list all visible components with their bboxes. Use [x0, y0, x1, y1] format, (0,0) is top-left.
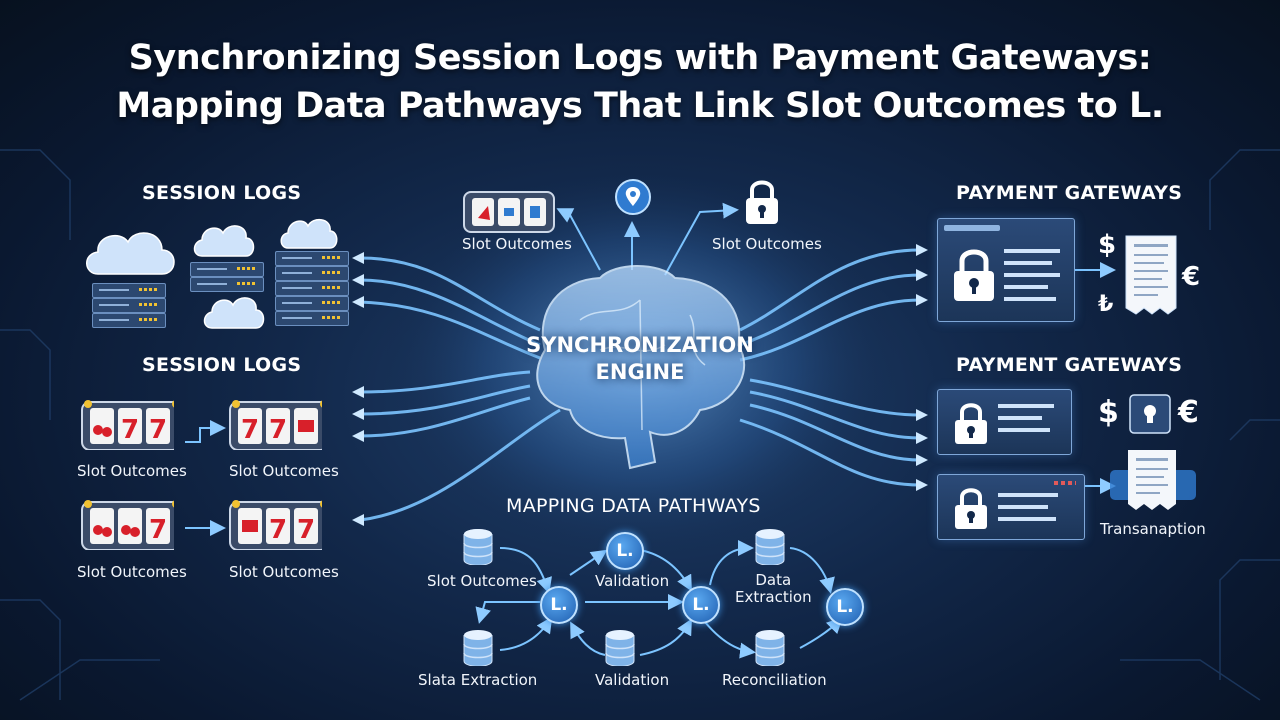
- mapping-reconciliation-label: Reconciliation: [722, 671, 827, 689]
- dollar-symbol: $: [1098, 395, 1119, 430]
- server-icon: [92, 298, 166, 313]
- slot-machine-icon: 7 7: [81, 400, 174, 450]
- engine-label-line2: ENGINE: [595, 360, 685, 384]
- top-slot-outcomes-label: Slot Outcomes: [462, 235, 572, 253]
- mapping-slata-extraction-label: Slata Extraction: [418, 671, 538, 689]
- slot-machine-icon: 7 7: [229, 400, 322, 450]
- svg-text:7: 7: [269, 515, 287, 545]
- top-lock-label: Slot Outcomes: [712, 235, 822, 253]
- slot-machine-icon: [463, 191, 555, 233]
- mapping-node: L.: [606, 532, 644, 570]
- slot-outcomes-label: Slot Outcomes: [229, 563, 339, 581]
- cloud-icon: [86, 232, 175, 275]
- left-flow-lines: [359, 256, 561, 522]
- euro-symbol: €: [1178, 395, 1199, 430]
- svg-text:7: 7: [269, 415, 287, 445]
- brain-icon: [536, 265, 746, 470]
- browser-window-icon: [937, 474, 1085, 540]
- server-icon: [275, 311, 349, 326]
- payment-gateways-heading-bottom: PAYMENT GATEWAYS: [956, 354, 1183, 376]
- title-line-1: Synchronizing Session Logs with Payment …: [128, 38, 1152, 78]
- server-icon: [92, 283, 166, 298]
- right-flow-lines: [739, 248, 921, 487]
- database-icon: [755, 630, 785, 666]
- mapping-validation-bottom-label: Validation: [595, 671, 670, 689]
- right-arrowheads: [916, 244, 928, 491]
- database-icon: [463, 630, 493, 666]
- session-logs-heading-top: SESSION LOGS: [142, 182, 302, 204]
- top-connectors: [556, 202, 739, 276]
- slot-outcomes-label: Slot Outcomes: [77, 462, 187, 480]
- slot-machine-icon: 7: [81, 500, 174, 550]
- padlock-icon: [954, 249, 994, 301]
- mapping-slot-outcomes-label: Slot Outcomes: [427, 572, 537, 590]
- session-logs-heading-bottom: SESSION LOGS: [142, 354, 302, 376]
- receipt-icon: [1125, 235, 1177, 315]
- svg-text:7: 7: [121, 415, 139, 445]
- server-icon: [275, 266, 349, 281]
- cloud-icon: [193, 225, 255, 257]
- database-icon: [605, 630, 635, 666]
- cloud-icon: [280, 219, 338, 249]
- database-icon: [463, 529, 493, 565]
- slot-outcomes-label: Slot Outcomes: [229, 462, 339, 480]
- cloud-icon: [203, 297, 265, 329]
- server-icon: [275, 281, 349, 296]
- mapping-node: L.: [540, 586, 578, 624]
- browser-window-icon: [937, 389, 1072, 455]
- slot-connectors: [185, 262, 1116, 536]
- server-icon: [275, 296, 349, 311]
- slot-outcomes-label: Slot Outcomes: [77, 563, 187, 581]
- currency-symbol: ₺: [1098, 292, 1114, 317]
- svg-text:7: 7: [297, 515, 315, 545]
- padlock-icon: [746, 180, 778, 224]
- location-pin-icon: [615, 179, 651, 215]
- mapping-node: L.: [682, 586, 720, 624]
- server-icon: [190, 277, 264, 292]
- svg-text:7: 7: [241, 415, 259, 445]
- synchronization-engine-label: SYNCHRONIZATION ENGINE: [520, 332, 760, 386]
- mapping-data-extraction-label: Data Extraction: [735, 571, 812, 606]
- mapping-validation-top-label: Validation: [595, 572, 670, 590]
- padlock-icon: [955, 488, 987, 529]
- engine-label-line1: SYNCHRONIZATION: [526, 333, 754, 357]
- padlock-icon: [955, 403, 987, 444]
- title-line-2: Mapping Data Pathways That Link Slot Out…: [116, 86, 1164, 126]
- euro-symbol: €: [1182, 262, 1201, 292]
- circuit-traces: [0, 149, 1280, 701]
- padlock-icon: [1129, 394, 1171, 434]
- mapping-node: L.: [826, 588, 864, 626]
- slot-machine-icon: 7 7: [229, 500, 322, 550]
- server-icon: [275, 251, 349, 266]
- transaction-label: Transanaption: [1100, 520, 1206, 538]
- browser-window-icon: [937, 218, 1075, 322]
- svg-text:7: 7: [149, 515, 167, 545]
- mapping-pathways-heading: MAPPING DATA PATHWAYS: [506, 495, 761, 517]
- mapping-connectors: [475, 540, 843, 659]
- left-arrowheads: [352, 252, 364, 526]
- payment-gateways-heading-top: PAYMENT GATEWAYS: [956, 182, 1183, 204]
- dollar-symbol: $: [1098, 230, 1117, 260]
- server-icon: [190, 262, 264, 277]
- svg-text:7: 7: [149, 415, 167, 445]
- receipt-icon: [1110, 450, 1196, 510]
- database-icon: [755, 529, 785, 565]
- server-icon: [92, 313, 166, 328]
